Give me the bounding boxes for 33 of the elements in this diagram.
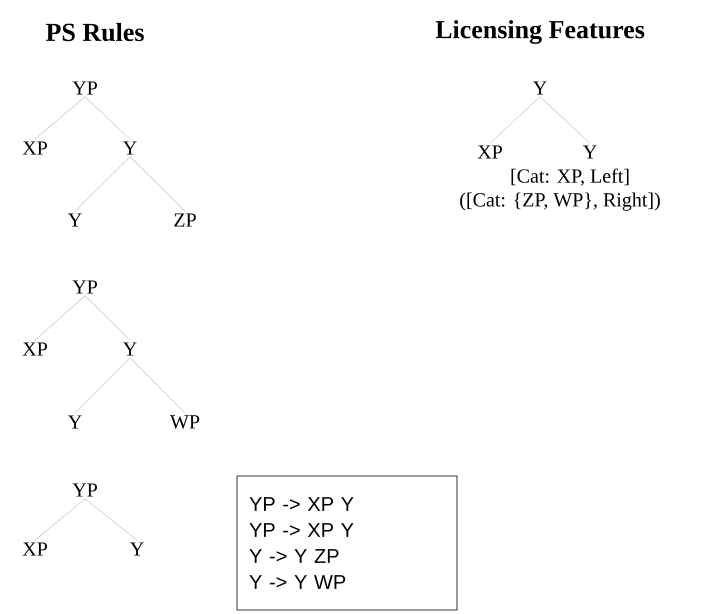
tree-label: Y — [123, 141, 137, 155]
rules-box: YP -> XP Y YP -> XP Y Y -> Y ZP Y -> Y WP — [236, 476, 458, 610]
tree-branch — [540, 96, 590, 144]
tree-branch — [74, 357, 130, 414]
tree-label: Y — [533, 81, 547, 95]
tree-label: ZP — [174, 213, 196, 227]
tree-branch — [130, 156, 186, 212]
tree-branch — [34, 295, 86, 341]
tree-label: YP — [72, 81, 97, 95]
tree-branch — [130, 357, 186, 414]
feature-text: ([Cat: {ZP, WP}, Right]) — [460, 192, 660, 211]
tree-label: XP — [22, 342, 47, 356]
heading: PS Rules — [46, 22, 144, 42]
tree-branch — [74, 156, 130, 212]
tree-label: XP — [22, 141, 47, 155]
tree-branch — [34, 96, 86, 140]
tree-label: XP — [478, 145, 502, 159]
tree-label: Y — [68, 213, 82, 227]
tree-branch — [34, 498, 86, 541]
tree-label: WP — [170, 415, 200, 429]
tree-label: Y — [130, 542, 144, 556]
tree-label: Y — [583, 145, 597, 159]
heading: Licensing Features — [436, 20, 644, 44]
feature-text: [Cat: XP, Left] — [512, 168, 629, 186]
tree-branch — [490, 96, 540, 144]
tree-label: YP — [72, 483, 97, 497]
tree-branch — [84, 96, 130, 140]
tree-label: Y — [123, 342, 137, 356]
tree-label: XP — [22, 542, 47, 556]
tree-label: Y — [68, 415, 82, 429]
tree-branch — [84, 498, 138, 541]
tree-label: YP — [72, 280, 97, 294]
tree-branch — [84, 295, 130, 341]
